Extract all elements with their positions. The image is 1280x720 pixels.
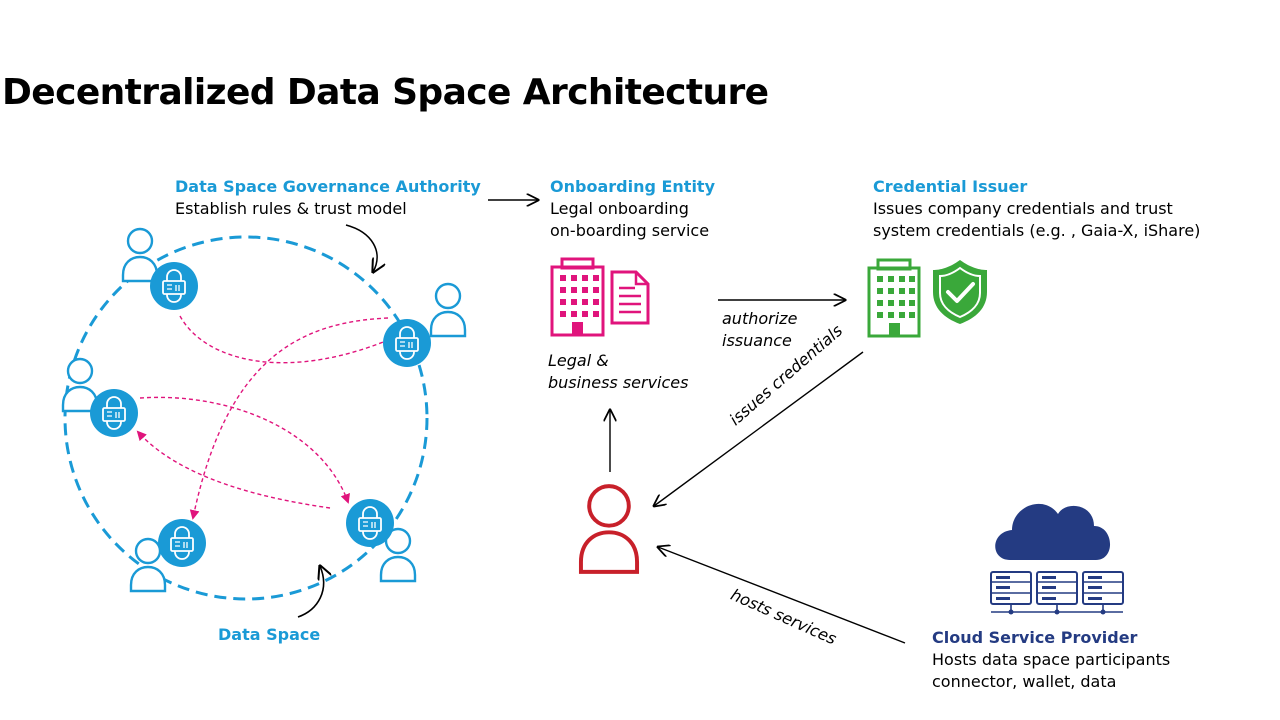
participant-person-icon (61, 357, 99, 413)
data-space-ring (63, 235, 429, 601)
governance-authority-heading: Data Space Governance Authority (175, 177, 481, 196)
legal-business-caption: Legal & business services (548, 350, 688, 394)
cloud-provider-line1: Hosts data space participants (932, 650, 1171, 669)
authorize-label-line2: issuance (722, 331, 792, 350)
participant-person-icon (429, 282, 467, 338)
onboarding-entity-label: Onboarding Entity Legal onboarding on-bo… (550, 176, 715, 242)
connector-node-icon (382, 318, 432, 368)
onboarding-document-icon (610, 270, 650, 325)
credential-issuer-label: Credential Issuer Issues company credent… (873, 176, 1200, 242)
onboarding-entity-heading: Onboarding Entity (550, 177, 716, 196)
exchange-arc-4 (189, 317, 389, 520)
data-exchange-arcs (136, 315, 402, 520)
issues-credentials-arrow (654, 351, 864, 506)
credential-issuer-line2: system credentials (e.g. , Gaia-X, iShar… (873, 221, 1201, 240)
data-user-person-icon (581, 486, 637, 572)
legal-business-caption-line2: business services (548, 373, 689, 392)
data-space-curved-arrow (297, 566, 324, 618)
exchange-arc-3 (136, 430, 331, 509)
onboarding-building-icon (550, 257, 605, 337)
verified-shield-icon (933, 260, 987, 324)
connector-node-icon (345, 498, 395, 548)
cloud-provider-heading: Cloud Service Provider (932, 628, 1138, 647)
credential-issuer-heading: Credential Issuer (873, 177, 1028, 196)
connector-node-icon (157, 518, 207, 568)
connector-node-icon (149, 261, 199, 311)
exchange-arc-2 (139, 396, 350, 504)
data-space-label: Data Space (218, 625, 321, 644)
cloud-servers-icon (990, 503, 1124, 615)
exchange-arc-1 (179, 315, 402, 364)
authorize-issuance-label: authorize issuance (722, 308, 797, 352)
participant-person-icon (121, 227, 159, 283)
credential-issuer-line1: Issues company credentials and trust (873, 199, 1173, 218)
onboarding-entity-line2: on-boarding service (550, 221, 710, 240)
page-title: Decentralized Data Space Architecture (2, 72, 769, 113)
legal-business-caption-line1: Legal & (548, 351, 609, 370)
credential-building-icon (867, 258, 921, 338)
hosts-services-arrow (658, 547, 906, 644)
authorize-label-line1: authorize (722, 309, 798, 328)
governance-authority-text: Establish rules & trust model (175, 199, 407, 218)
onboarding-entity-line1: Legal onboarding (550, 199, 689, 218)
cloud-provider-label: Cloud Service Provider Hosts data space … (932, 627, 1170, 693)
governance-authority-label: Data Space Governance Authority Establis… (175, 176, 481, 220)
cloud-provider-line2: connector, wallet, data (932, 672, 1117, 691)
governance-curved-arrow (345, 224, 377, 272)
connector-node-icon (89, 388, 139, 438)
